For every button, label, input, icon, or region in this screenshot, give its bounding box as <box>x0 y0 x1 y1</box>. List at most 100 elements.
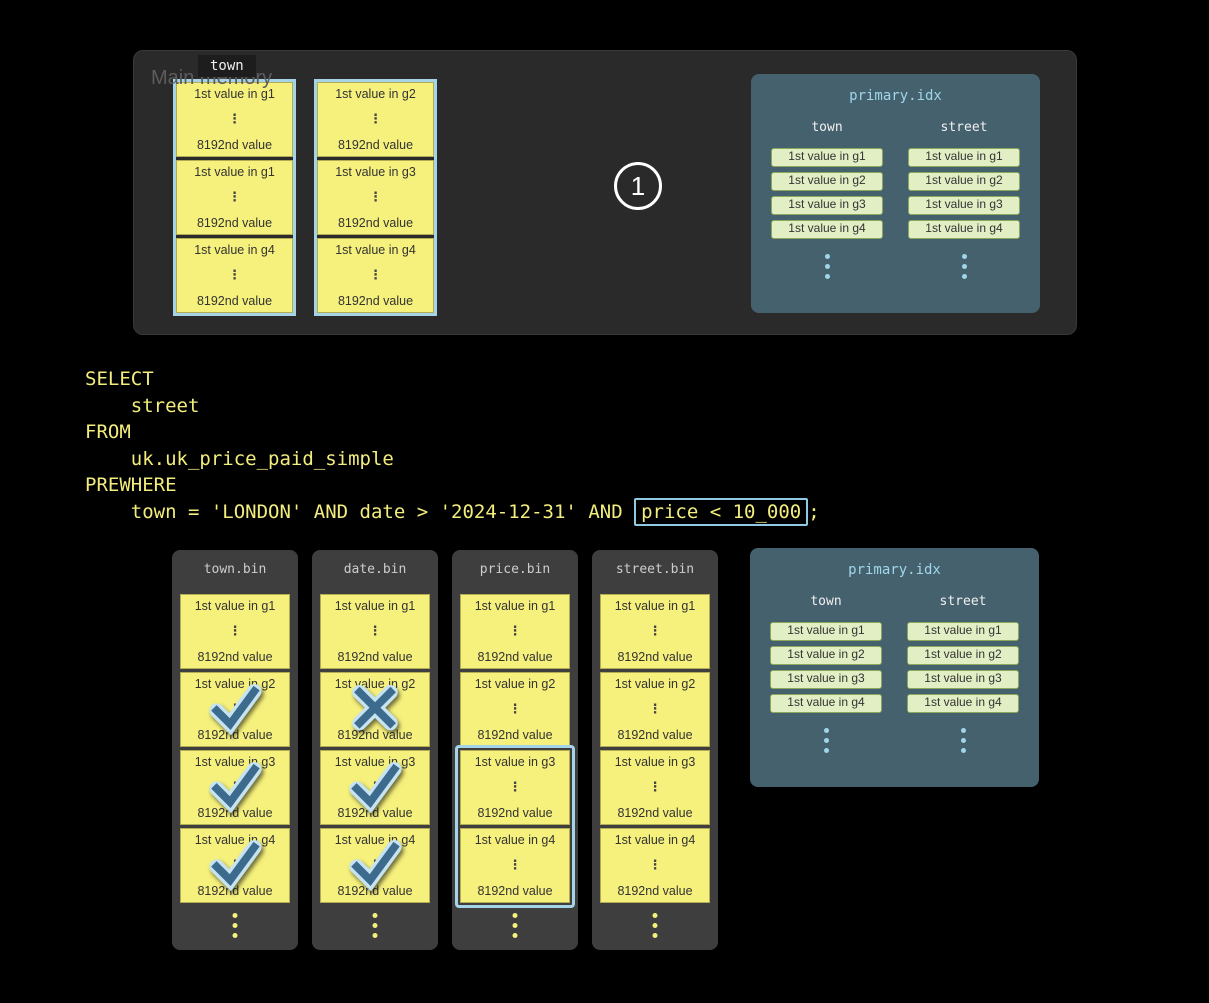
dot <box>961 264 967 269</box>
index-entry: 1st value in g1 <box>771 148 883 167</box>
granule-block: 1st value in g2⋮8192nd value <box>320 672 430 747</box>
granule-block: 1st value in g4⋮8192nd value <box>460 828 570 903</box>
granule-ellipsis-icon: ⋮ <box>228 268 241 283</box>
granule-last-value: 8192nd value <box>477 727 553 742</box>
granule-ellipsis-icon: ⋮ <box>369 268 382 283</box>
sql-line: PREWHERE <box>85 474 177 497</box>
granule-first-value: 1st value in g3 <box>335 165 416 179</box>
dot <box>823 728 829 733</box>
granule-first-value: 1st value in g1 <box>194 87 275 101</box>
dot <box>652 923 658 928</box>
granule-first-value: 1st value in g1 <box>614 599 696 613</box>
sql-line: uk.uk_price_paid_simple <box>85 447 394 470</box>
index-entry: 1st value in g1 <box>770 622 882 641</box>
granule-last-value: 8192nd value <box>617 727 693 742</box>
granule-ellipsis-icon: ⋮ <box>228 780 242 795</box>
dot <box>512 923 518 928</box>
granule-slot: 1st value in g3⋮8192nd value <box>460 750 570 825</box>
index-entry: 1st value in g3 <box>771 196 883 215</box>
granule-slot: 1st value in g3⋮8192nd value <box>600 750 710 825</box>
granule-block: 1st value in g2 ⋮ 8192nd value <box>460 672 570 747</box>
vertical-ellipsis-icon <box>960 728 966 753</box>
granule-last-value: 8192nd value <box>337 649 413 664</box>
index-column-header: town <box>810 594 842 609</box>
granule-ellipsis-icon: ⋮ <box>368 702 382 717</box>
column-file-title: town.bin <box>203 562 267 577</box>
vertical-ellipsis-icon <box>961 254 967 279</box>
granule-last-value: 8192nd value <box>337 883 413 898</box>
granule-slot: 1st value in g4⋮8192nd value <box>600 828 710 903</box>
granule-ellipsis-icon: ⋮ <box>648 858 662 873</box>
granule-first-value: 1st value in g1 <box>474 599 556 613</box>
granule-last-value: 8192nd value <box>617 649 693 664</box>
dot <box>232 923 238 928</box>
main-memory-panel: Main memory town 1st value in g1⋮8192nd … <box>133 50 1077 335</box>
dot <box>961 254 967 259</box>
granule-block: 1st value in g1⋮8192nd value <box>176 82 293 157</box>
dot <box>823 748 829 753</box>
granule-ellipsis-icon: ⋮ <box>369 112 382 127</box>
granule-slot: 1st value in g3⋮8192nd value <box>180 750 290 825</box>
sql-line: town = 'LONDON' AND date > '2024-12-31' … <box>85 497 820 526</box>
granule-first-value: 1st value in g1 <box>194 599 276 613</box>
granule-block: 1st value in g1⋮8192nd value <box>460 594 570 669</box>
granule-slot: 1st value in g2⋮8192nd value <box>320 672 430 747</box>
vertical-ellipsis-icon <box>372 913 378 938</box>
granule-last-value: 8192nd value <box>337 215 414 230</box>
granule-first-value: 1st value in g4 <box>474 833 556 847</box>
granule-slot: 1st value in g3⋮8192nd value <box>320 750 430 825</box>
granule-ellipsis-icon: ⋮ <box>228 702 242 717</box>
step-number: 1 <box>630 170 646 201</box>
column-file-title: price.bin <box>479 562 551 577</box>
granule-ellipsis-icon: ⋮ <box>368 858 382 873</box>
granule-first-value: 1st value in g2 <box>614 677 696 691</box>
granule-ellipsis-icon: ⋮ <box>648 702 662 717</box>
granule-ellipsis-icon: ⋮ <box>508 858 522 873</box>
granule-last-value: 8192nd value <box>617 883 693 898</box>
granule-slot: 1st value in g1⋮8192nd value <box>180 594 290 669</box>
index-file-title: primary.idx <box>849 88 942 104</box>
vertical-ellipsis-icon <box>824 254 830 279</box>
sql-line: FROM <box>85 421 131 444</box>
dot <box>372 933 378 938</box>
granule-last-value: 8192nd value <box>617 805 693 820</box>
index-entry: 1st value in g2 <box>770 646 882 665</box>
granule-last-value: 8192nd value <box>477 649 553 664</box>
granule-last-value: 8192nd value <box>196 293 273 308</box>
granule-ellipsis-icon: ⋮ <box>508 702 522 717</box>
granule-block: 1st value in g1⋮8192nd value <box>176 160 293 235</box>
granule-block: 1st value in g4⋮8192nd value <box>600 828 710 903</box>
index-column-header: street <box>939 594 987 609</box>
granule-last-value: 8192nd value <box>196 137 273 152</box>
granule-first-value: 1st value in g3 <box>474 755 556 769</box>
granule-slot: 1st value in g2⋮8192nd value <box>180 672 290 747</box>
vertical-ellipsis-icon <box>652 913 658 938</box>
granule-first-value: 1st value in g3 <box>614 755 696 769</box>
granule-last-value: 8192nd value <box>196 215 273 230</box>
step-1-badge: 1 <box>614 162 662 210</box>
memory-column-label: town <box>198 55 256 77</box>
dot <box>824 274 830 279</box>
granule-first-value: 1st value in g2 <box>474 677 556 691</box>
granule-block: 1st value in g3⋮8192nd value <box>180 750 290 825</box>
index-entry: 1st value in g3 <box>907 670 1019 689</box>
granule-slot: 1st value in g1⋮8192nd value <box>600 594 710 669</box>
granule-block: 1st value in g1⋮8192nd value <box>180 594 290 669</box>
dot <box>232 913 238 918</box>
granule-slot: 1st value in g1⋮8192nd value <box>320 594 430 669</box>
granule-last-value: 8192nd value <box>337 293 414 308</box>
dot <box>960 728 966 733</box>
